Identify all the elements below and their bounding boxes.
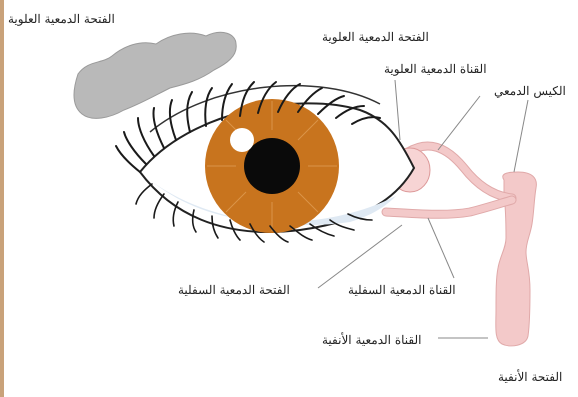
label-lower-punctum: الفتحة الدمعية السفلية bbox=[178, 283, 290, 297]
lacrimal-gland bbox=[74, 32, 236, 118]
label-lacrimal-sac: الكيس الدمعي bbox=[494, 84, 566, 98]
pupil bbox=[244, 138, 300, 194]
label-nasal-opening: الفتحة الأنفية bbox=[498, 370, 562, 384]
label-lower-canaliculus: القناة الدمعية السفلية bbox=[348, 283, 456, 297]
label-upper-canaliculus: القناة الدمعية العلوية bbox=[384, 62, 487, 76]
eye-highlight bbox=[230, 128, 254, 152]
label-lacrimal-gland: الفتحة الدمعية العلوية bbox=[8, 12, 115, 26]
label-upper-punctum: الفتحة الدمعية العلوية bbox=[322, 30, 429, 44]
label-nasolacrimal-duct: القناة الدمعية الأنفية bbox=[322, 333, 421, 347]
